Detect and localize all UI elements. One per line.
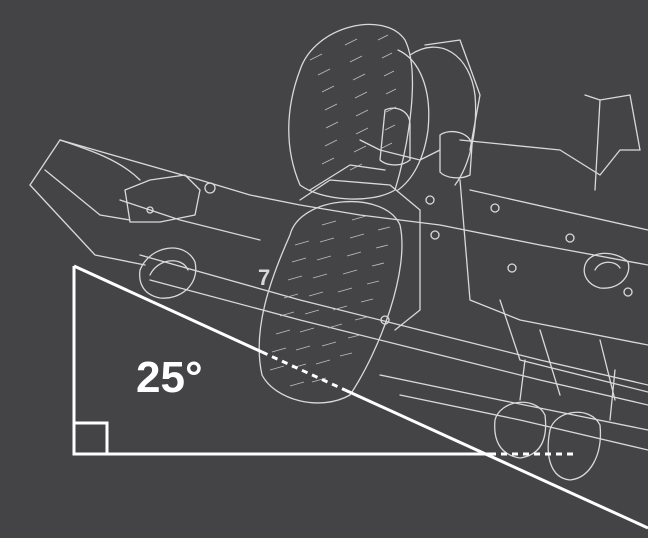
right-angle-marker	[72, 421, 109, 456]
rear-hub	[409, 39, 481, 186]
front-caster-tire	[258, 200, 403, 404]
slope-line	[73, 264, 263, 354]
anti-scalp-roller-right	[494, 359, 616, 481]
logo-mark: 7	[258, 265, 270, 290]
caster-fork	[299, 107, 473, 331]
slope-angle-label: 25°	[136, 353, 203, 402]
rear-tire	[288, 23, 430, 200]
slope-triangle	[72, 264, 648, 530]
chassis-frame	[459, 94, 648, 401]
deck-bracket	[124, 174, 216, 223]
slope-line-hidden	[261, 350, 346, 392]
slope-line-lower	[344, 388, 648, 530]
anti-scalp-roller-left	[139, 247, 197, 299]
mower-deck	[29, 139, 648, 451]
